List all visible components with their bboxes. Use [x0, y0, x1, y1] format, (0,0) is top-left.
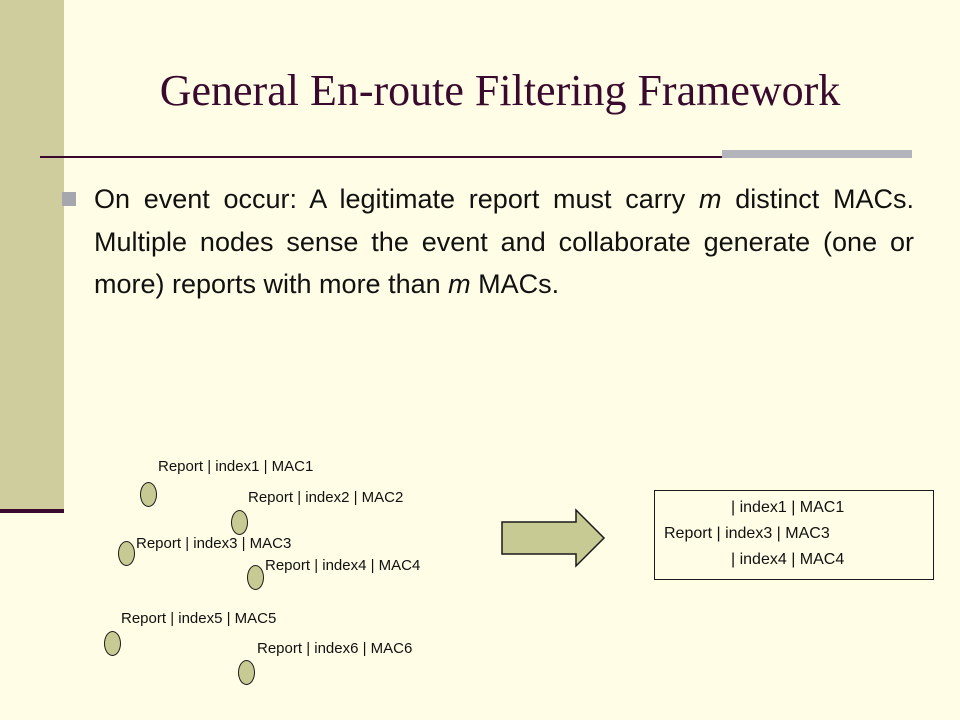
- bullet-text-segment: distinct MACs. Multiple nodes sense the …: [94, 184, 914, 299]
- left-decorative-bar: [0, 0, 64, 512]
- node-label: Report | index4 | MAC4: [265, 557, 421, 574]
- slide-title: General En-route Filtering Framework: [159, 66, 841, 115]
- aggregated-report-box: | index1 | MAC1 Report | index3 | MAC3 |…: [654, 490, 934, 580]
- node-label: Report | index3 | MAC3: [136, 535, 292, 552]
- right-arrow-icon: [501, 508, 606, 568]
- sensor-node: [238, 660, 255, 685]
- bullet-text-segment: MACs.: [470, 269, 560, 299]
- node-label: Report | index2 | MAC2: [248, 489, 404, 506]
- bullet-text: On event occur: A legitimate report must…: [94, 178, 914, 306]
- title-underline: [40, 156, 912, 158]
- bullet-text-segment-italic: m: [699, 184, 722, 214]
- bullet-text-segment: On event occur: A legitimate report must…: [94, 184, 700, 214]
- sensor-node: [140, 482, 157, 507]
- bullet-text-segment-italic: m: [448, 269, 471, 299]
- title-underline-accent: [722, 150, 912, 158]
- aggregated-report-line: | index4 | MAC4: [731, 551, 845, 568]
- aggregated-report-line: Report | index3 | MAC3: [664, 525, 830, 542]
- left-bar-bottom-rule: [0, 509, 64, 513]
- sensor-node: [118, 541, 135, 566]
- node-label: Report | index6 | MAC6: [257, 640, 413, 657]
- sensor-node: [247, 565, 264, 590]
- sensor-node: [104, 631, 121, 656]
- sensor-node: [231, 510, 248, 535]
- node-label: Report | index1 | MAC1: [158, 458, 314, 475]
- aggregated-report-line: | index1 | MAC1: [731, 499, 845, 516]
- bullet-square-icon: [62, 192, 76, 206]
- node-label: Report | index5 | MAC5: [121, 610, 277, 627]
